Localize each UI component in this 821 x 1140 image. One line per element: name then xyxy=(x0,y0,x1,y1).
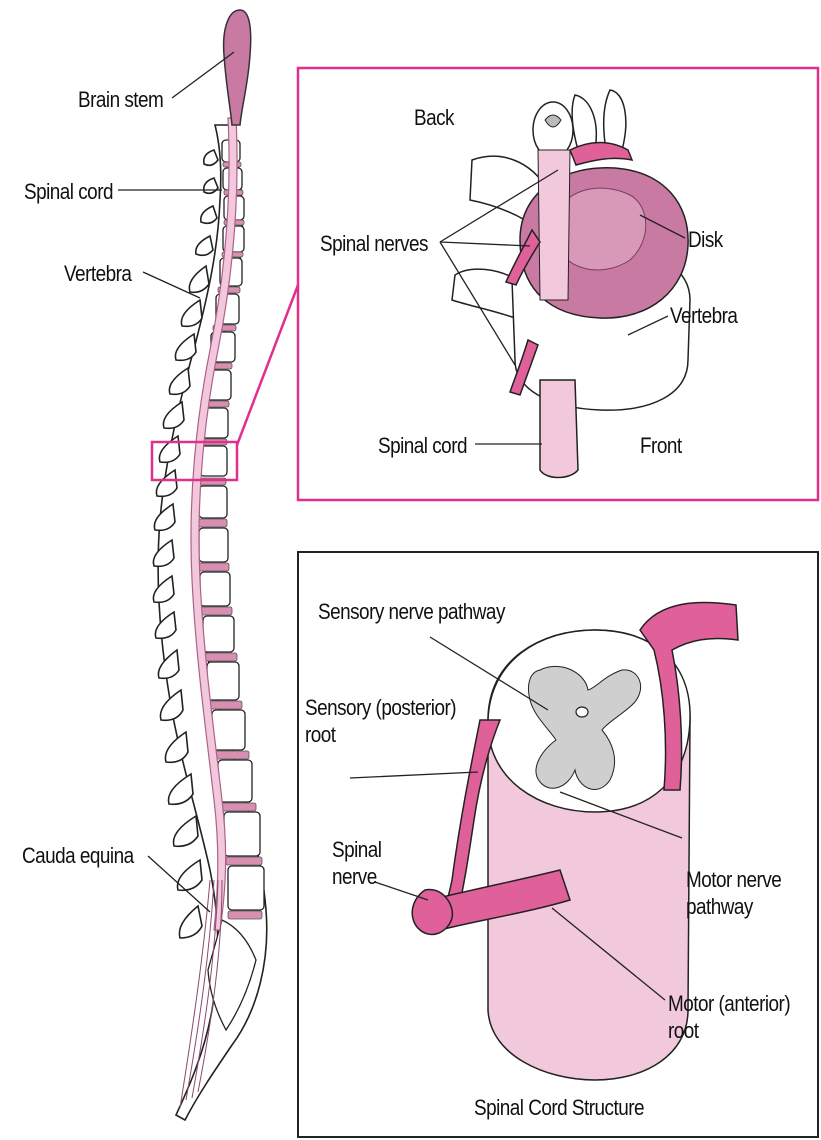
label-spinal-cord: Spinal cord xyxy=(24,178,113,205)
label-spinal-nerve: Spinal nerve xyxy=(332,836,382,890)
label-front: Front xyxy=(640,432,682,459)
label-spinal-nerves: Spinal nerves xyxy=(320,230,428,257)
label-disk: Disk xyxy=(688,226,723,253)
label-vertebra: Vertebra xyxy=(64,260,131,287)
label-motor-nerve-pathway: Motor nerve pathway xyxy=(686,866,781,920)
brain-stem-shape xyxy=(224,10,251,125)
label-spinal-cord-inset: Spinal cord xyxy=(378,432,467,459)
caption-spinal-cord-structure: Spinal Cord Structure xyxy=(474,1094,644,1121)
label-sensory-root: Sensory (posterior) root xyxy=(305,694,456,748)
spine-figure xyxy=(153,10,266,1120)
label-motor-root: Motor (anterior) root xyxy=(668,990,790,1044)
label-cauda-equina: Cauda equina xyxy=(22,842,134,869)
inset-spinal-cord xyxy=(540,380,578,478)
label-vertebra-inset: Vertebra xyxy=(670,302,737,329)
label-back: Back xyxy=(414,104,454,131)
label-sensory-nerve-pathway: Sensory nerve pathway xyxy=(318,598,505,625)
label-brain-stem: Brain stem xyxy=(78,86,163,113)
